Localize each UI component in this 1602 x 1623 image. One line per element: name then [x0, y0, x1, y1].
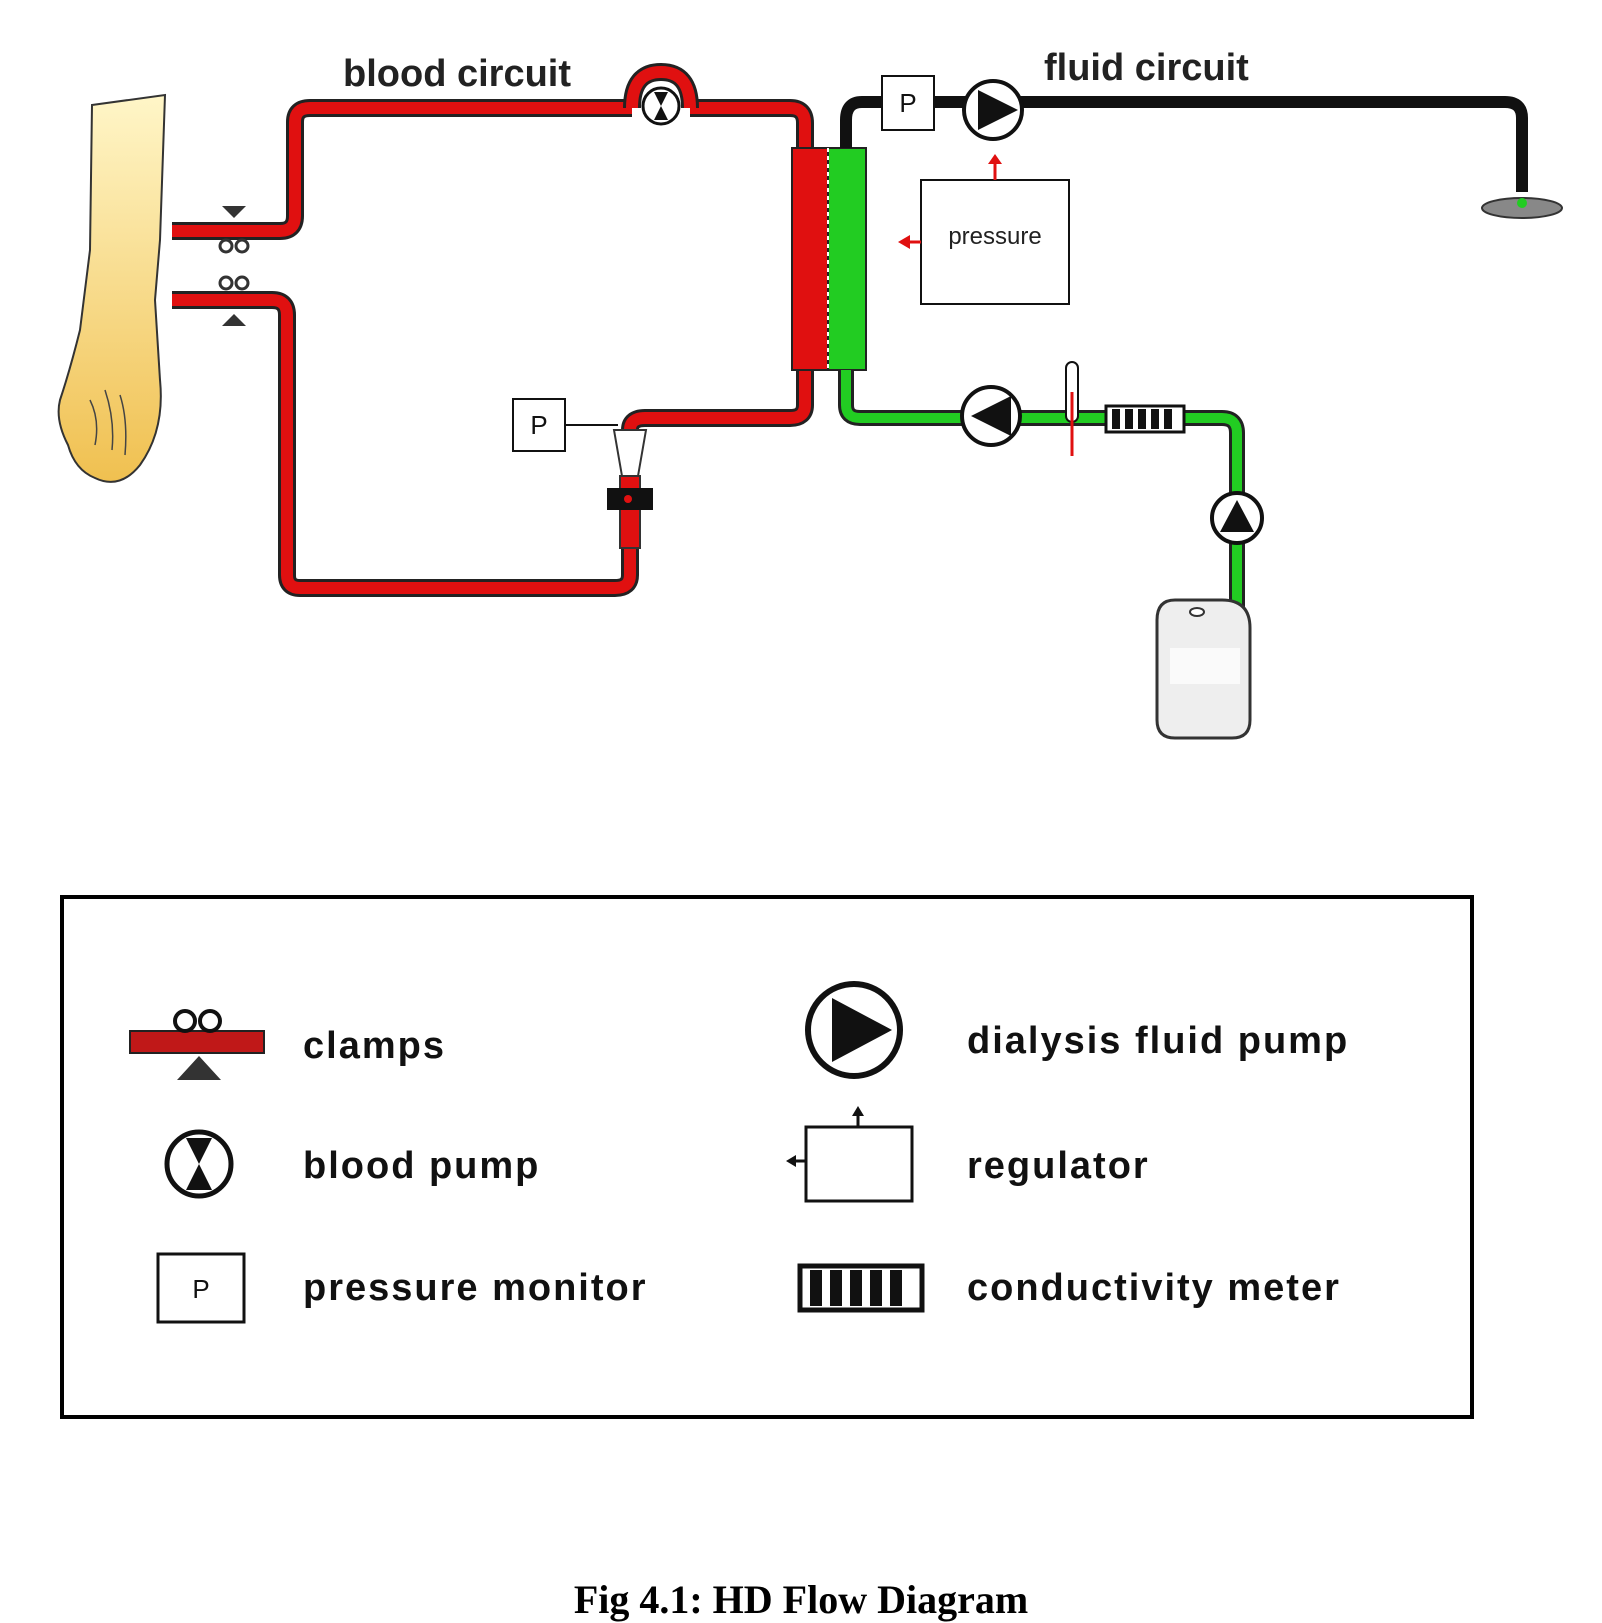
legend-label-pressure-monitor: pressure monitor	[303, 1267, 648, 1309]
svg-text:pressure: pressure	[948, 223, 1041, 250]
legend: clamps blood pump P pressure monitor dia…	[129, 981, 1349, 1324]
dialysis-fluid-pump-icon	[1210, 491, 1264, 545]
conductivity-meter-icon	[1104, 404, 1186, 434]
svg-text:P: P	[899, 88, 916, 118]
fluid-outlet-line	[840, 96, 1563, 219]
legend-label-clamps: clamps	[303, 1025, 446, 1067]
legend-label-conductivity-meter: conductivity meter	[967, 1267, 1341, 1309]
bubble-trap-icon	[607, 429, 653, 549]
fluid-inlet-line	[838, 370, 1245, 625]
legend-label-dialysis-fluid-pump: dialysis fluid pump	[967, 1020, 1349, 1062]
clamp-icon	[129, 1009, 265, 1080]
dialyzer	[791, 147, 867, 371]
dialysis-fluid-pump-icon	[960, 385, 1022, 447]
legend-label-regulator: regulator	[967, 1145, 1150, 1187]
clamp-icon	[218, 275, 250, 326]
blood-pump-icon	[623, 62, 699, 126]
legend-label-blood-pump: blood pump	[303, 1145, 540, 1187]
fluid-canister-icon	[1155, 598, 1252, 740]
regulator-icon	[786, 1106, 914, 1203]
blood-pump-icon	[164, 1129, 234, 1199]
regulator-icon: pressure	[898, 154, 1070, 305]
pressure-monitor-icon: P	[512, 398, 618, 452]
figure-caption: Fig 4.1: HD Flow Diagram	[573, 1577, 1029, 1622]
patient-arm	[57, 93, 167, 483]
conductivity-meter-icon	[797, 1263, 925, 1313]
pressure-monitor-icon: P	[156, 1252, 246, 1324]
legend-frame	[60, 895, 1474, 1419]
dialysis-fluid-pump-icon	[805, 981, 903, 1079]
dialysis-fluid-pump-icon	[962, 79, 1024, 141]
svg-text:P: P	[530, 410, 547, 440]
pressure-monitor-icon: P	[881, 75, 935, 131]
svg-text:P: P	[192, 1274, 209, 1304]
thermometer-icon	[1065, 361, 1079, 456]
fluid-circuit-label: fluid circuit	[1044, 47, 1249, 89]
blood-circuit-label: blood circuit	[343, 53, 571, 95]
clamp-icon	[218, 206, 250, 254]
blood-circuit-lines	[172, 99, 814, 597]
